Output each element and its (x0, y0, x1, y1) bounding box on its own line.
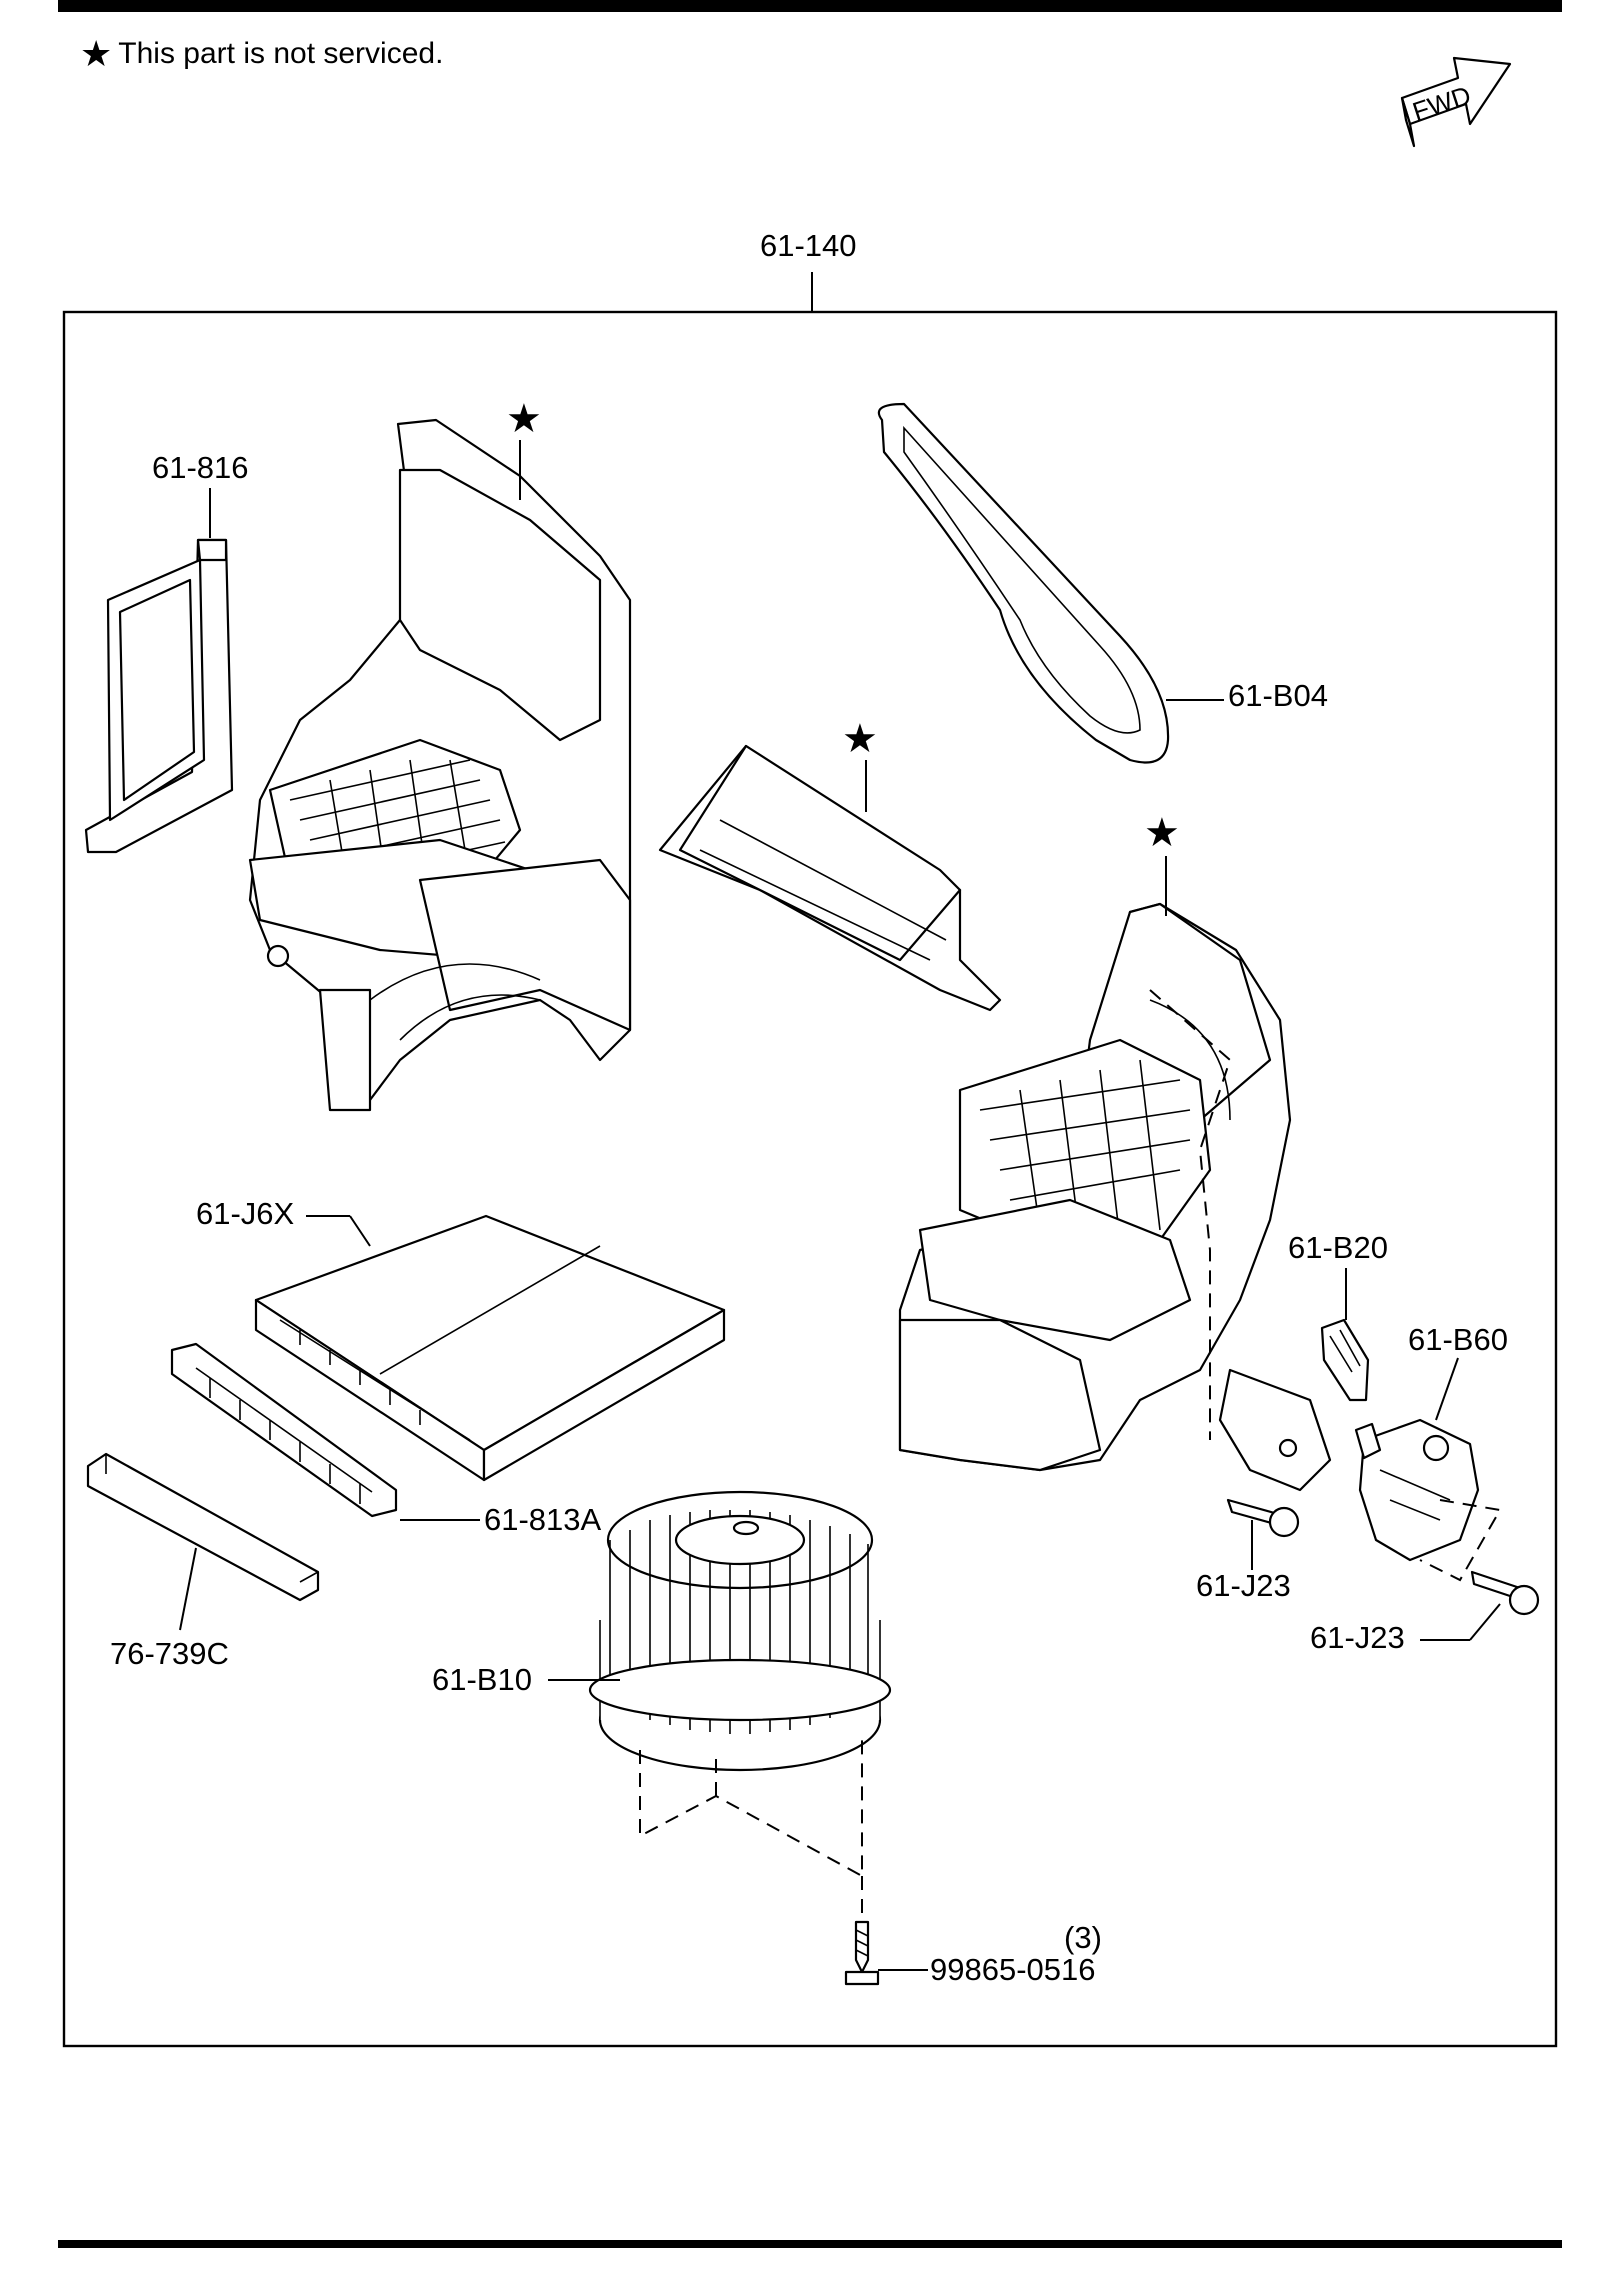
gasket-61-b04 (877, 402, 1170, 764)
right-housing-not-serviced (898, 902, 1332, 1492)
label-61-816: 61-816 (152, 450, 249, 485)
not-serviced-legend: ★ This part is not serviced. (80, 36, 443, 72)
label-61-b10: 61-B10 (432, 1662, 532, 1697)
star-marker-left-housing: ★ (506, 396, 542, 442)
label-61-j23-center: 61-J23 (1196, 1568, 1291, 1603)
star-marker-filter-cover: ★ (842, 716, 878, 762)
label-61-b60: 61-B60 (1408, 1322, 1508, 1357)
strip-76-739c (86, 1452, 320, 1602)
label-76-739c: 76-739C (110, 1636, 229, 1671)
label-61-813a: 61-813A (484, 1502, 602, 1537)
blower-fan-61-b10 (588, 1490, 892, 1772)
frame-61-813a (170, 1342, 398, 1518)
label-99865-0516-qty: (3) (1064, 1920, 1102, 1955)
label-61-j23-right: 61-J23 (1310, 1620, 1405, 1655)
left-housing-not-serviced (248, 418, 632, 1112)
filter-cover-not-serviced (658, 744, 1002, 1012)
label-61-j6x: 61-J6X (196, 1196, 295, 1231)
label-61-b04: 61-B04 (1228, 678, 1328, 713)
legend-text: This part is not serviced. (118, 37, 444, 70)
bottom-rule (58, 2240, 1562, 2248)
label-61-b20: 61-B20 (1288, 1230, 1388, 1265)
screw-99865-0516 (844, 1920, 880, 1986)
fwd-arrow-icon: FWD (1400, 56, 1512, 148)
screw-61-j23-center (1226, 1498, 1300, 1538)
star-marker-right-housing: ★ (1144, 810, 1180, 856)
label-99865-0516: 99865-0516 (930, 1952, 1096, 1987)
star-icon: ★ (80, 33, 113, 74)
assembly-frame (62, 310, 1558, 2048)
actuator-61-b60 (1354, 1418, 1480, 1562)
screw-61-j23-right (1470, 1570, 1540, 1616)
fwd-label: FWD (1409, 80, 1475, 127)
filter-61-j6x (254, 1214, 726, 1482)
top-rule (58, 0, 1562, 12)
label-61-140: 61-140 (760, 228, 857, 263)
seal-61-816 (84, 538, 234, 854)
clip-61-b20 (1320, 1318, 1370, 1402)
